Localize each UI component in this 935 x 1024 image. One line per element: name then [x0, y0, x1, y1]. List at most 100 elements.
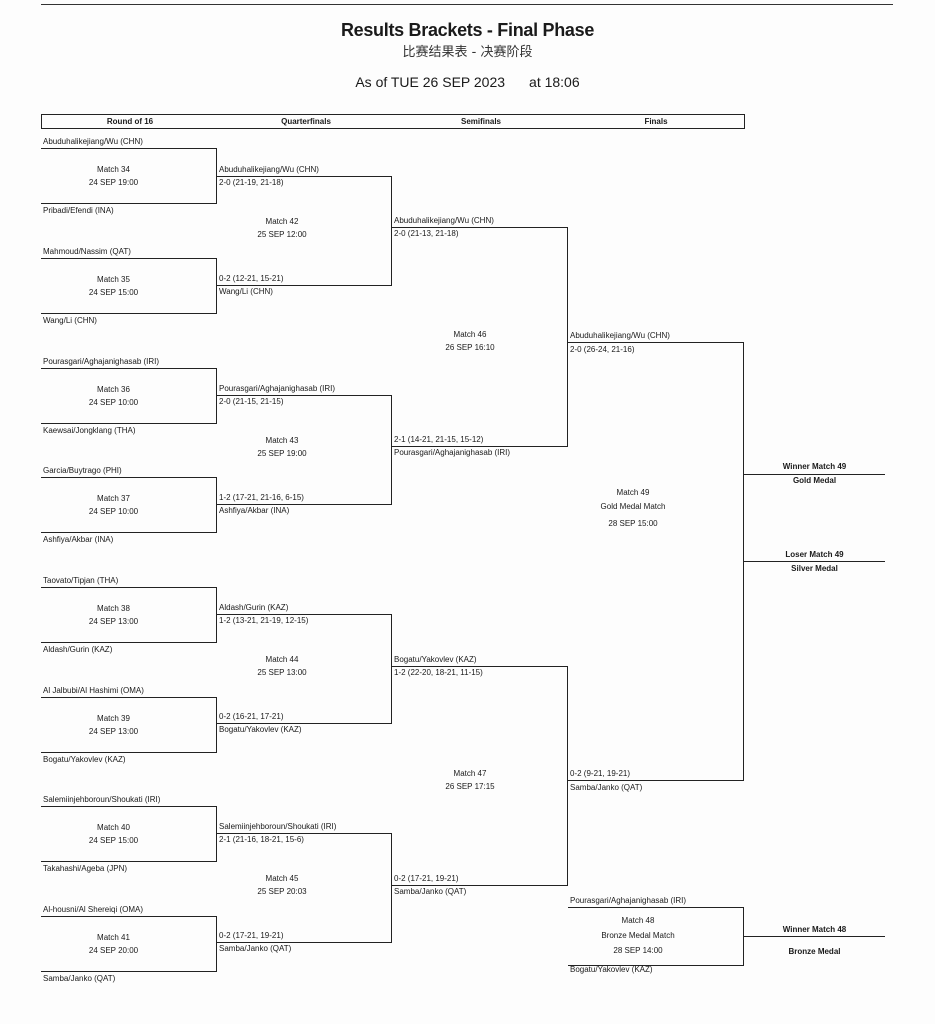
r16-top-line	[41, 258, 217, 259]
bronze-result-line	[743, 936, 885, 937]
bronze-medal-label: Bronze Medal	[788, 947, 841, 956]
qf-top-team: Aldash/Gurin (KAZ)	[219, 603, 289, 612]
sf-top-line	[392, 666, 568, 667]
final-bottom-line	[568, 780, 744, 781]
as-of-date: As of TUE 26 SEP 2023	[355, 74, 506, 90]
gold-medal-label: Gold Medal	[792, 476, 837, 485]
qf-match-time: 25 SEP 20:03	[257, 887, 307, 896]
qf-top-team: Abuduhalikejiang/Wu (CHN)	[219, 165, 319, 174]
sf-top-score: 2-0 (21-13, 21-18)	[394, 229, 459, 238]
qf-match-time: 25 SEP 19:00	[257, 449, 307, 458]
r16-match-number: Match 40	[97, 823, 130, 832]
r16-bottom-line	[41, 532, 217, 533]
r16-connector	[216, 697, 217, 753]
r16-match-number: Match 34	[97, 165, 130, 174]
qf-match-time: 25 SEP 13:00	[257, 668, 307, 677]
r16-bottom-line	[41, 423, 217, 424]
r16-match-number: Match 38	[97, 604, 130, 613]
r16-top-team: Al Jalbubi/Al Hashimi (OMA)	[43, 686, 144, 695]
sf-bottom-line	[392, 446, 568, 447]
final-bottom-team: Samba/Janko (QAT)	[570, 783, 643, 792]
r16-top-team: Pourasgari/Aghajanighasab (IRI)	[43, 357, 160, 366]
qf-match-time: 25 SEP 12:00	[257, 230, 307, 239]
r16-top-team: Garcia/Buytrago (PHI)	[43, 466, 122, 475]
qf-top-team: Pourasgari/Aghajanighasab (IRI)	[219, 384, 336, 393]
qf-match-number: Match 42	[265, 217, 299, 226]
r16-top-line	[41, 148, 217, 149]
r16-match-number: Match 37	[97, 494, 130, 503]
r16-bottom-line	[41, 313, 217, 314]
r16-bottom-team: Bogatu/Yakovlev (KAZ)	[43, 755, 126, 764]
qf-connector	[391, 395, 392, 505]
gold-result-line	[743, 474, 885, 475]
qf-top-score: 2-0 (21-15, 21-15)	[219, 397, 284, 406]
r16-top-team: Taovato/Tipjan (THA)	[43, 576, 119, 585]
qf-match-number: Match 43	[265, 436, 299, 445]
r16-bottom-team: Aldash/Gurin (KAZ)	[43, 645, 113, 654]
sf-match-number: Match 46	[453, 330, 487, 339]
r16-top-line	[41, 477, 217, 478]
qf-bottom-line	[217, 723, 392, 724]
final-top-line	[568, 342, 744, 343]
r16-bottom-team: Pribadi/Efendi (INA)	[43, 206, 114, 215]
gold-winner-label: Winner Match 49	[782, 462, 847, 471]
qf-top-line	[217, 833, 392, 834]
r16-top-line	[41, 697, 217, 698]
r16-bottom-team: Kaewsai/Jongklang (THA)	[43, 426, 136, 435]
qf-bottom-team: Samba/Janko (QAT)	[219, 944, 292, 953]
round-header-qf: Quarterfinals	[281, 117, 331, 126]
r16-top-line	[41, 916, 217, 917]
r16-top-team: Salemiinjehboroun/Shoukati (IRI)	[43, 795, 161, 804]
round-headers: Round of 16 Quarterfinals Semifinals Fin…	[41, 114, 745, 129]
r16-match-time: 24 SEP 15:00	[88, 288, 139, 297]
bronze-bottom-line	[568, 965, 744, 966]
r16-bottom-line	[41, 752, 217, 753]
sf-bottom-line	[392, 885, 568, 886]
qf-connector	[391, 176, 392, 286]
qf-bottom-team: Bogatu/Yakovlev (KAZ)	[219, 725, 302, 734]
qf-bottom-score: 1-2 (17-21, 21-16, 6-15)	[219, 493, 304, 502]
r16-match-number: Match 39	[97, 714, 130, 723]
silver-result-line	[743, 561, 885, 562]
qf-bottom-line	[217, 942, 392, 943]
r16-match-time: 24 SEP 13:00	[88, 617, 139, 626]
sf-bottom-score: 0-2 (17-21, 19-21)	[394, 874, 459, 883]
r16-bottom-team: Ashfiya/Akbar (INA)	[43, 535, 114, 544]
r16-top-line	[41, 587, 217, 588]
r16-top-line	[41, 368, 217, 369]
r16-match-time: 24 SEP 15:00	[88, 836, 139, 845]
r16-match-time: 24 SEP 19:00	[88, 178, 139, 187]
sf-top-team: Abuduhalikejiang/Wu (CHN)	[394, 216, 494, 225]
r16-bottom-line	[41, 203, 217, 204]
qf-bottom-score: 0-2 (17-21, 19-21)	[219, 931, 284, 940]
final-top-team: Abuduhalikejiang/Wu (CHN)	[570, 331, 670, 340]
r16-top-line	[41, 806, 217, 807]
qf-bottom-team: Wang/Li (CHN)	[219, 287, 273, 296]
qf-top-score: 2-0 (21-19, 21-18)	[219, 178, 284, 187]
qf-top-score: 1-2 (13-21, 21-19, 12-15)	[219, 616, 309, 625]
sf-top-team: Bogatu/Yakovlev (KAZ)	[394, 655, 477, 664]
round-header-r16: Round of 16	[106, 117, 154, 126]
r16-bottom-line	[41, 861, 217, 862]
bronze-top-team: Pourasgari/Aghajanighasab (IRI)	[570, 896, 687, 905]
bronze-winner-label: Winner Match 48	[782, 925, 847, 934]
sf-connector	[567, 227, 568, 447]
bronze-match-time: 28 SEP 14:00	[613, 946, 663, 955]
sf-match-time: 26 SEP 16:10	[445, 343, 495, 352]
qf-bottom-line	[217, 285, 392, 286]
r16-connector	[216, 587, 217, 643]
qf-match-number: Match 45	[265, 874, 299, 883]
qf-top-line	[217, 614, 392, 615]
bronze-bottom-team: Bogatu/Yakovlev (KAZ)	[570, 965, 653, 974]
sf-match-number: Match 47	[453, 769, 487, 778]
bronze-match-label: Bronze Medal Match	[601, 931, 675, 940]
final-bottom-score: 0-2 (9-21, 19-21)	[570, 769, 631, 778]
silver-loser-label: Loser Match 49	[785, 550, 844, 559]
sf-bottom-team: Samba/Janko (QAT)	[394, 887, 467, 896]
r16-connector	[216, 258, 217, 314]
r16-match-number: Match 41	[97, 933, 130, 942]
qf-bottom-team: Ashfiya/Akbar (INA)	[219, 506, 290, 515]
r16-top-team: Mahmoud/Nassim (QAT)	[43, 247, 131, 256]
